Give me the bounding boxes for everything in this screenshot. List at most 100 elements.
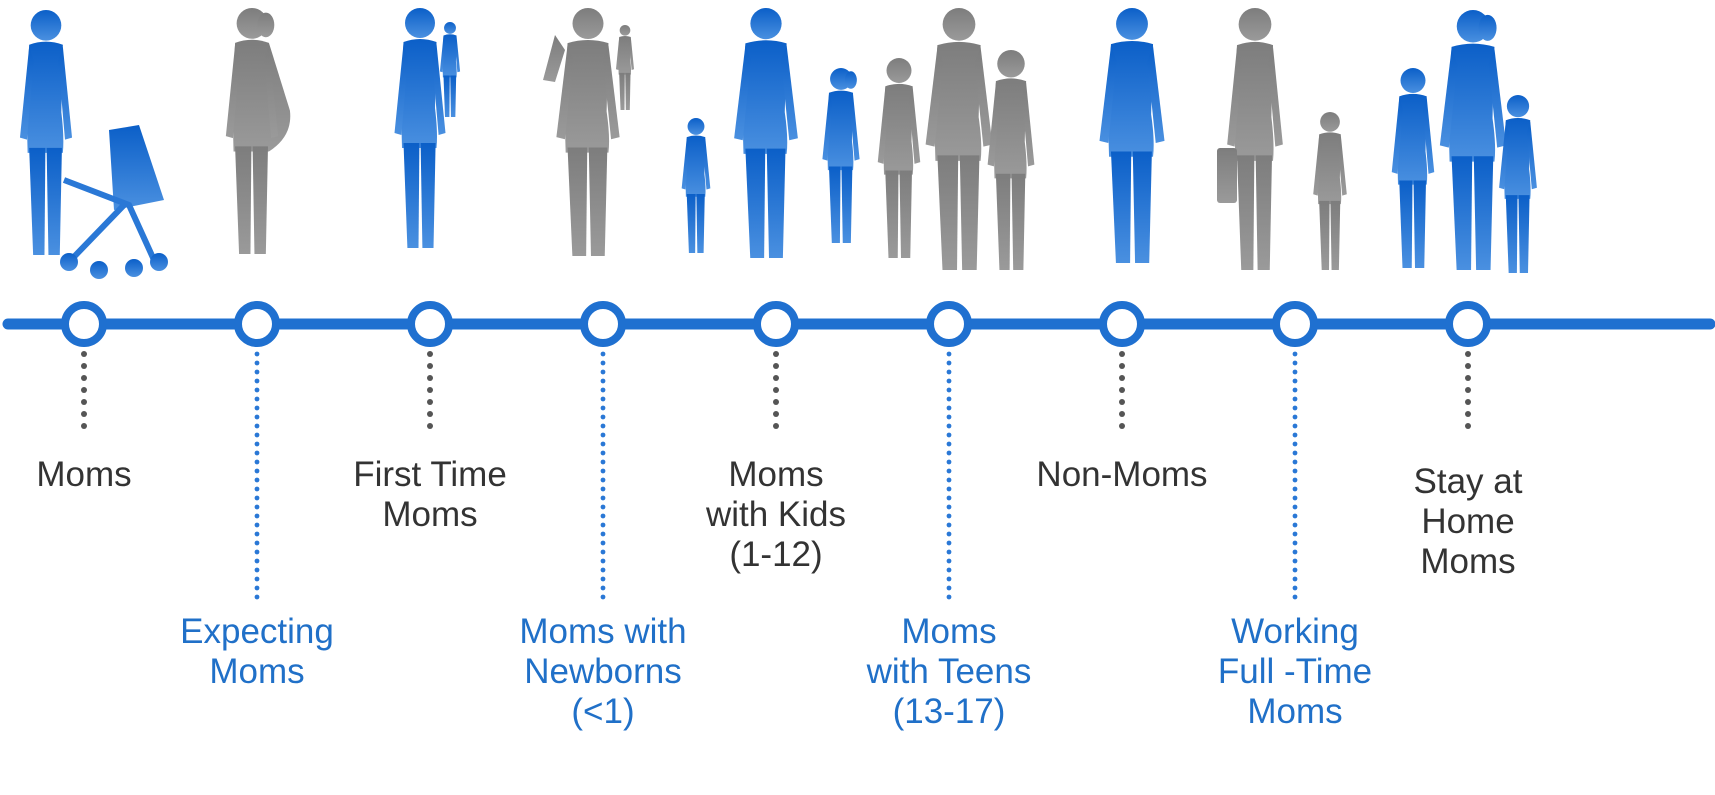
connector-dot [254,495,260,501]
timeline-node [234,301,280,347]
connector-dot [600,378,606,384]
timeline-node [1272,301,1318,347]
connector-dot [600,387,606,393]
connector-dot [254,576,260,582]
connector-dot [773,399,779,405]
connector-dot [1292,432,1298,438]
connector-dot [773,423,779,429]
connector-dot [600,513,606,519]
connector-dot [1292,540,1298,546]
connector-dot [254,405,260,411]
connector-dot [254,531,260,537]
connector-dot [1465,399,1471,405]
segment-label: Expecting Moms [180,612,334,691]
connector-dot [600,576,606,582]
connector-dot [1292,585,1298,591]
connector-dot [81,375,87,381]
connector-dot [254,549,260,555]
connector-dot [946,396,952,402]
mom-with-two-kids-silhouette [681,8,860,258]
connector-dot [946,459,952,465]
connector-dot [254,387,260,393]
connector-dot [81,399,87,405]
connector-dot [600,594,606,600]
connector-dot [1292,477,1298,483]
connector-dot [1465,351,1471,357]
connector-dot [254,414,260,420]
connector-dot [600,531,606,537]
connector-dot [946,486,952,492]
segment-label: Working Full -Time Moms [1217,612,1373,731]
pregnant-woman-silhouette [225,8,291,254]
connector-dot [1292,405,1298,411]
connector-dot [946,522,952,528]
connector-dot [1292,513,1298,519]
connector-dot [1292,576,1298,582]
mom-carrying-baby-waving-silhouette [543,8,635,256]
connector-dot [946,432,952,438]
connector-dot [1292,396,1298,402]
connector-dot [254,585,260,591]
timeline-node [753,301,799,347]
connector-dot [254,504,260,510]
mom-with-stroller-silhouette [19,10,168,279]
connector-dot [946,513,952,519]
mom-hugging-two-boys-silhouette [1391,10,1537,273]
connector-dot [1292,468,1298,474]
connector-dot [1119,411,1125,417]
connector-dot [254,513,260,519]
connector-dot [1119,387,1125,393]
connector-dot [600,351,606,357]
connector-dot [427,411,433,417]
connector-dot [1292,504,1298,510]
connector-dot [254,423,260,429]
connector-dot [1465,375,1471,381]
connector-dot [600,396,606,402]
connector-dot [427,423,433,429]
timeline-node [580,301,626,347]
connector-dot [946,414,952,420]
connector-dot [254,351,260,357]
connector-dot [946,441,952,447]
connector-dot [600,468,606,474]
connector-dot [946,360,952,366]
connector-dot [946,567,952,573]
connector-dot [254,594,260,600]
connector-dot [773,363,779,369]
connector-dot [600,549,606,555]
connector-dot [1292,351,1298,357]
connector-dot [600,558,606,564]
connector-dot [773,411,779,417]
connector-dot [1292,459,1298,465]
connector-dot [946,576,952,582]
connector-dot [1119,423,1125,429]
timeline-node [926,301,972,347]
connector-dot [600,585,606,591]
connector-dot [600,423,606,429]
connector-dot [1292,531,1298,537]
connector-dot [254,441,260,447]
connector-dot [1292,567,1298,573]
connector-dot [1292,495,1298,501]
connector-dot [1292,378,1298,384]
connector-dot [254,432,260,438]
connector-dot [600,450,606,456]
segment-label: First Time Moms [353,455,507,534]
connector-dot [946,585,952,591]
connector-dot [1119,363,1125,369]
connector-dot [81,351,87,357]
connector-dot [427,351,433,357]
connector-dot [946,495,952,501]
mom-with-teen-girls-silhouette [877,8,1035,270]
connector-dot [1465,387,1471,393]
working-mom-with-child-silhouette [1217,8,1347,270]
connector-dot [600,477,606,483]
connector-dot [427,399,433,405]
connector-dot [600,369,606,375]
connector-dot [1292,450,1298,456]
connector-dot [81,387,87,393]
connector-dot [1292,522,1298,528]
connector-dot [946,477,952,483]
connector-dot [600,360,606,366]
connector-dot [946,423,952,429]
